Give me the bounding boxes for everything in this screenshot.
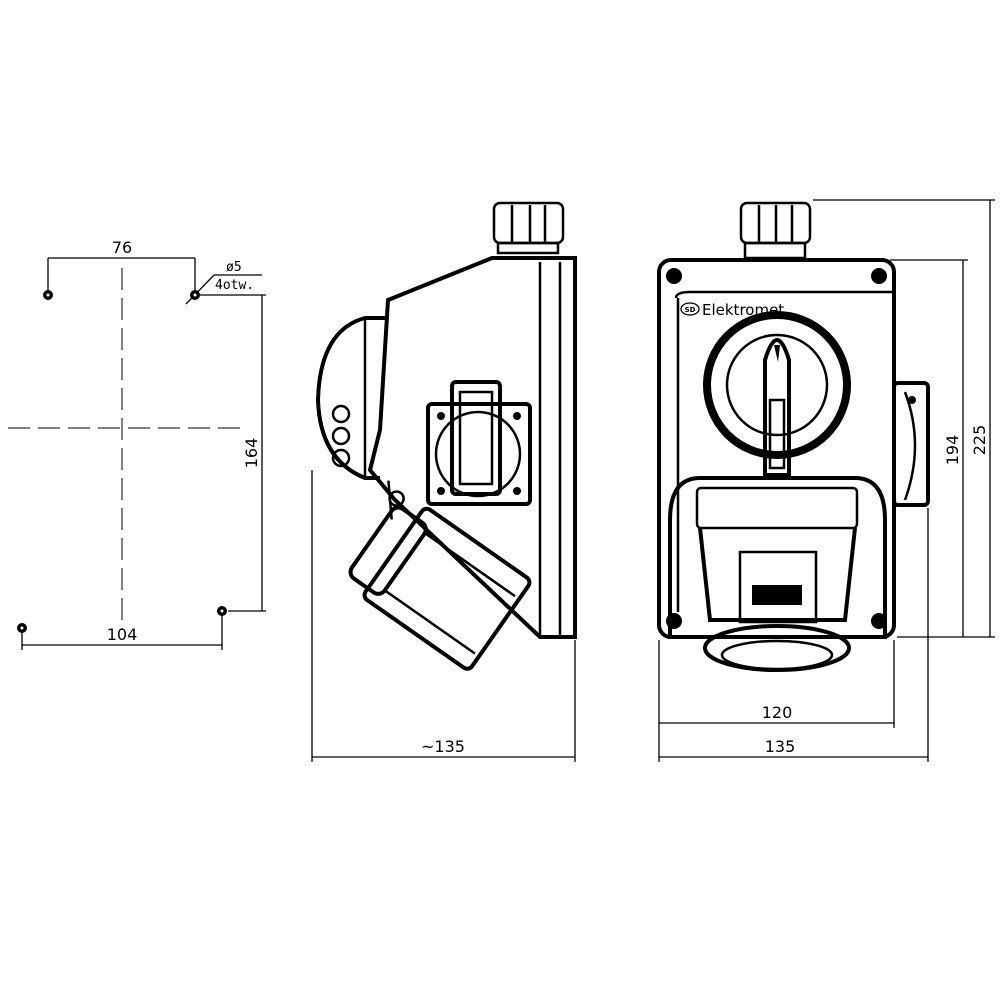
cable-gland-side — [492, 201, 565, 255]
cee-socket-side — [348, 480, 532, 671]
dim-depth-label: ~135 — [421, 737, 465, 756]
dim-164-label: 164 — [242, 438, 261, 469]
dim-194-label: 194 — [943, 435, 962, 466]
hole-diameter-label: ø5 — [226, 260, 242, 275]
enclosure-side — [367, 256, 577, 639]
corner-screws — [666, 268, 887, 629]
mounting-view: 76 ø5 4otw. 164 104 — [8, 238, 266, 650]
hole-count-label: 4otw. — [215, 278, 254, 293]
side-view: ~135 — [311, 201, 577, 762]
side-socket-front — [892, 381, 930, 507]
brand-mark: SD — [685, 306, 696, 314]
schuko-socket-side — [426, 380, 532, 506]
dim-225-label: 225 — [970, 425, 989, 456]
rotary-switch-side — [315, 316, 385, 480]
mounting-holes — [17, 290, 227, 633]
cee-socket-front — [668, 476, 887, 672]
dim-135-label: 135 — [765, 737, 796, 756]
lid-outline — [674, 290, 894, 612]
cable-gland-front — [739, 201, 812, 260]
dim-104-label: 104 — [107, 625, 138, 644]
dim-120-label: 120 — [762, 703, 793, 722]
rotary-switch — [703, 311, 851, 477]
dim-76-label: 76 — [112, 238, 132, 257]
front-view: SD Elektromet — [657, 199, 995, 762]
